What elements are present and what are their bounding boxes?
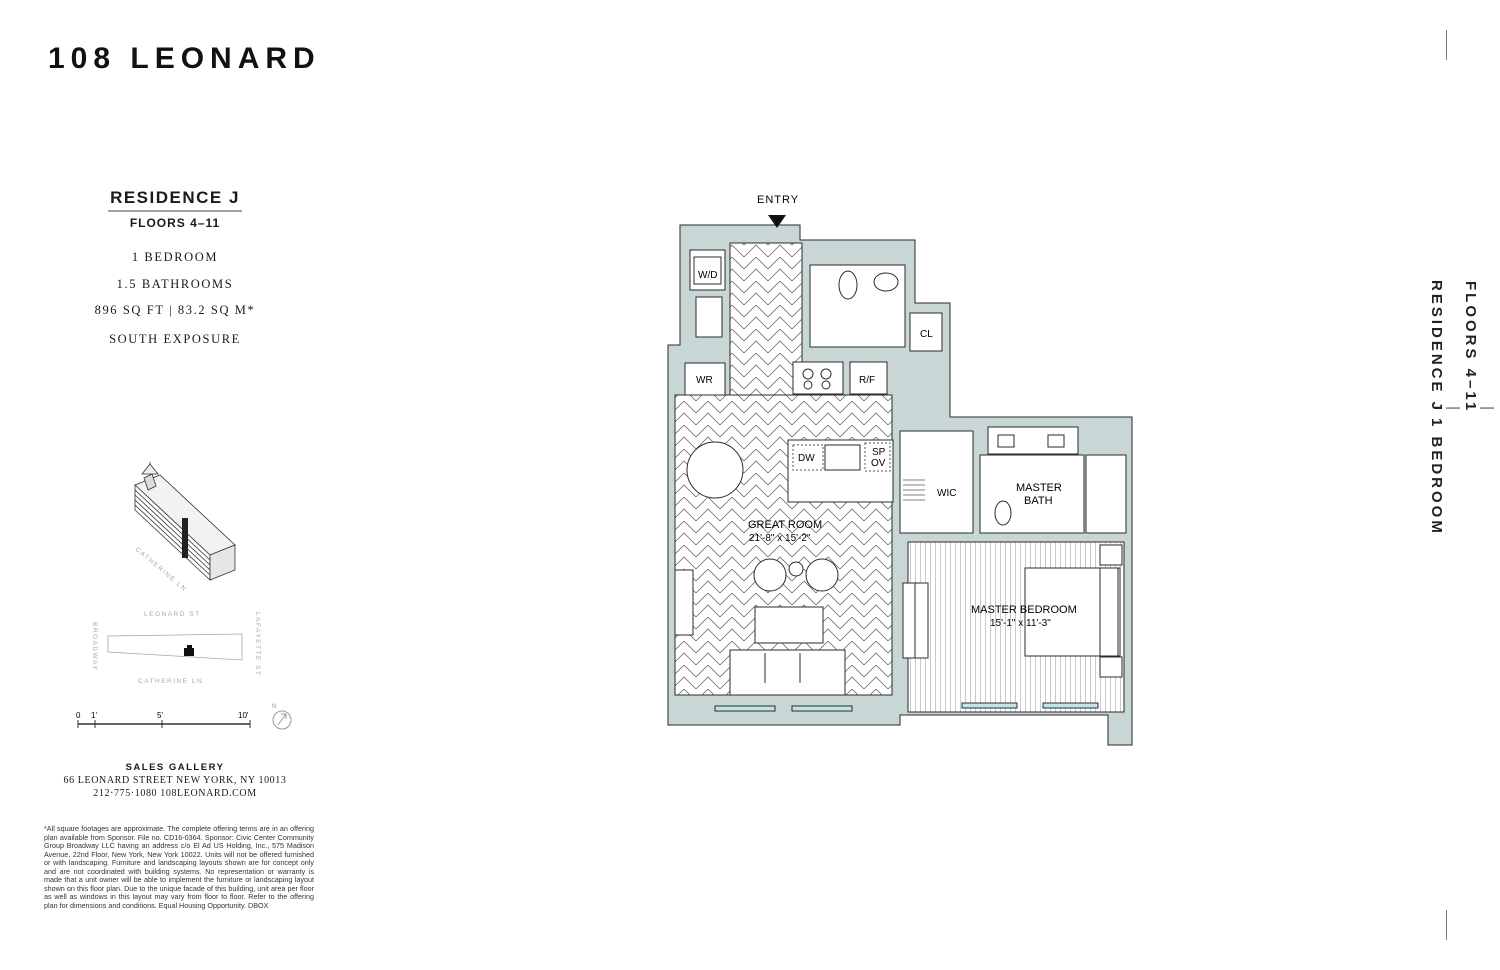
- bedrooms-spec: 1 BEDROOM: [131, 250, 219, 264]
- residence-title: RESIDENCE J: [110, 188, 240, 207]
- cl-closet: [909, 312, 943, 352]
- sofa: [729, 649, 846, 696]
- master-bedroom-label: MASTER BEDROOM: [971, 604, 1077, 616]
- dining-table: [686, 441, 744, 499]
- catherine-ln-label: CATHERINE LN: [138, 678, 203, 685]
- master-bath-label-1: MASTER: [1016, 482, 1062, 494]
- great-room-dims: 21'-8" x 15'-2": [749, 533, 811, 544]
- sales-gallery-address: 66 LEONARD STREET NEW YORK, NY 10013: [63, 775, 287, 786]
- headboard: [1099, 567, 1119, 657]
- dw-label: DW: [798, 453, 815, 464]
- master-toilet-icon: [994, 500, 1012, 526]
- residence-floors: FLOORS 4–11: [129, 216, 221, 230]
- refrigerator: [849, 361, 888, 395]
- bathrooms-spec: 1.5 BATHROOMS: [116, 277, 234, 291]
- window-2: [791, 705, 853, 712]
- lafayette-st-label: LAFAYETTE ST: [254, 612, 261, 676]
- ov-label: OV: [871, 458, 886, 469]
- wic-label: WIC: [937, 488, 956, 499]
- nightstand-bottom: [1099, 656, 1123, 678]
- legal-disclaimer: *All square footages are approximate. Th…: [44, 824, 314, 910]
- entry-corridor-floor: [729, 242, 803, 396]
- nightstand-top: [1099, 544, 1123, 566]
- lounge-chair-left: [753, 558, 787, 592]
- entry-arrow-icon: [768, 215, 786, 228]
- sink-icon: [873, 272, 899, 292]
- title-underline: [108, 210, 242, 212]
- window-1: [714, 705, 776, 712]
- broadway-label: BROADWAY: [91, 622, 98, 671]
- brand-title: 108 LEONARD: [48, 42, 321, 75]
- key-plan-graphic: CATHERINE LN LEONARD ST BROADWAY LAFAYET…: [76, 462, 292, 730]
- lounge-chair-right: [805, 558, 839, 592]
- north-arrow-icon: N: [272, 704, 292, 730]
- floor-plan: ENTRY W/D CL WR R/F DW SP OV GREAT ROOM …: [667, 194, 1133, 746]
- north-label: N: [272, 704, 276, 710]
- side-floors: FLOORS 4–11: [1462, 280, 1479, 414]
- media-console: [674, 569, 694, 636]
- coffee-table: [754, 606, 824, 644]
- unit-locator-marker: [184, 648, 194, 656]
- double-vanity: [987, 426, 1079, 455]
- sales-gallery-contact: 212·775·1080 108LEONARD.COM: [93, 788, 257, 799]
- leonard-st-label: LEONARD ST: [144, 611, 201, 618]
- scale-zero: 0: [76, 711, 81, 720]
- side-residence: RESIDENCE J: [1428, 280, 1445, 414]
- shower: [1085, 454, 1127, 534]
- site-block: [107, 633, 243, 661]
- linen-closet: [695, 296, 723, 338]
- sp-label: SP: [872, 447, 886, 458]
- wd-label: W/D: [698, 270, 717, 281]
- wr-label: WR: [696, 375, 713, 386]
- walk-in-closet: [899, 430, 974, 534]
- top-right-rule: [1446, 30, 1447, 60]
- bottom-right-rule: [1446, 910, 1447, 940]
- side-vertical-label: RESIDENCE J | FLOORS 4–11 | 1 BEDROOM: [1428, 280, 1496, 536]
- master-bedroom-dims: 15'-1" x 11'-3": [990, 618, 1051, 629]
- scale-one: 1': [91, 711, 97, 720]
- sales-gallery-title: SALES GALLERY: [125, 762, 225, 773]
- building-isometric-icon: [134, 462, 236, 581]
- kitchen-sink-icon: [824, 444, 861, 471]
- side-bedrooms: 1 BEDROOM: [1428, 418, 1445, 536]
- wr-closet: [684, 362, 726, 396]
- master-bath: [979, 454, 1085, 534]
- range-cooktop: [792, 361, 844, 395]
- scale-five: 5': [157, 711, 163, 720]
- master-bath-label-2: BATH: [1024, 495, 1053, 507]
- toilet-icon: [838, 270, 858, 300]
- entry-label: ENTRY: [757, 194, 799, 206]
- window-4: [1042, 702, 1099, 709]
- exposure-spec: SOUTH EXPOSURE: [109, 332, 241, 346]
- scale-ten: 10': [238, 711, 249, 720]
- window-3: [961, 702, 1018, 709]
- cl-label: CL: [920, 329, 933, 340]
- great-room-label: GREAT ROOM: [748, 519, 822, 531]
- rf-label: R/F: [859, 375, 875, 386]
- size-spec: 896 SQ FT | 83.2 SQ M*: [94, 303, 256, 317]
- iso-street-label: CATHERINE LN: [134, 546, 188, 593]
